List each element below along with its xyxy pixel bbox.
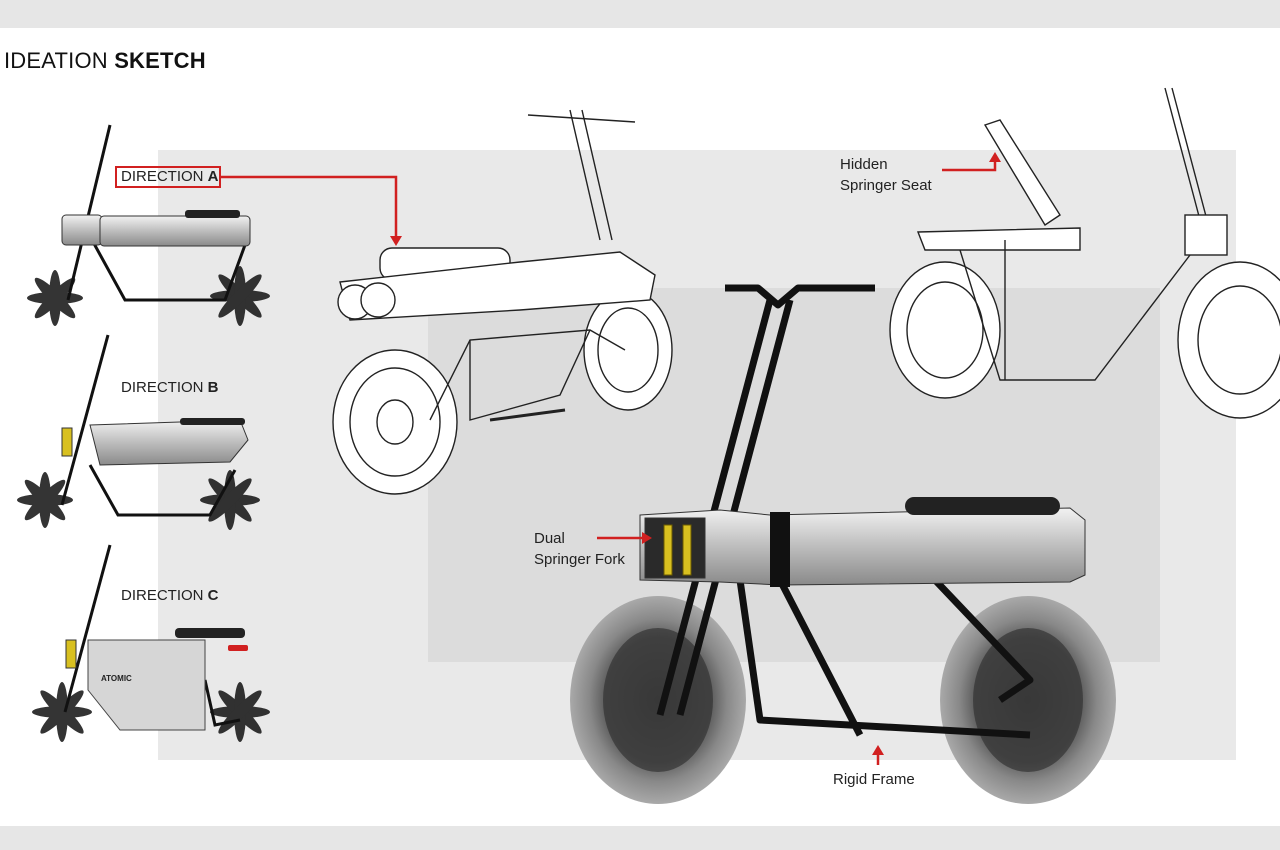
direction-c-label: DIRECTION C bbox=[121, 587, 219, 604]
page-title: IDEATION SKETCH bbox=[4, 48, 206, 73]
callout-fork-line1: Dual bbox=[534, 530, 565, 547]
callout-fork-line2: Springer Fork bbox=[534, 551, 625, 568]
bottom-band bbox=[0, 826, 1280, 850]
direction-b-label: DIRECTION B bbox=[121, 379, 219, 396]
star-wheel-front bbox=[32, 682, 92, 742]
tank-badge: ATOMIC bbox=[101, 674, 132, 683]
star-wheel-front bbox=[27, 270, 83, 326]
callout-frame: Rigid Frame bbox=[833, 771, 915, 788]
star-wheel-rear bbox=[200, 470, 260, 530]
star-wheel-rear bbox=[210, 266, 270, 326]
direction-b-thumbnail bbox=[17, 334, 260, 530]
direction-a-label: DIRECTION A bbox=[121, 168, 219, 185]
bike-main-render bbox=[570, 284, 1116, 804]
star-wheel-front bbox=[17, 472, 73, 528]
top-band bbox=[0, 0, 1280, 28]
callout-seat-line2: Springer Seat bbox=[840, 177, 932, 194]
direction-c-thumbnail bbox=[32, 544, 270, 742]
direction-a-highlight-box bbox=[115, 166, 221, 188]
bike-a-drawing bbox=[332, 109, 673, 495]
star-wheel-rear bbox=[210, 682, 270, 742]
bike-top-right-drawing bbox=[889, 87, 1280, 419]
callout-seat-line1: Hidden bbox=[840, 156, 888, 173]
callout-arrows bbox=[221, 152, 1001, 765]
direction-a-thumbnail bbox=[27, 124, 270, 326]
